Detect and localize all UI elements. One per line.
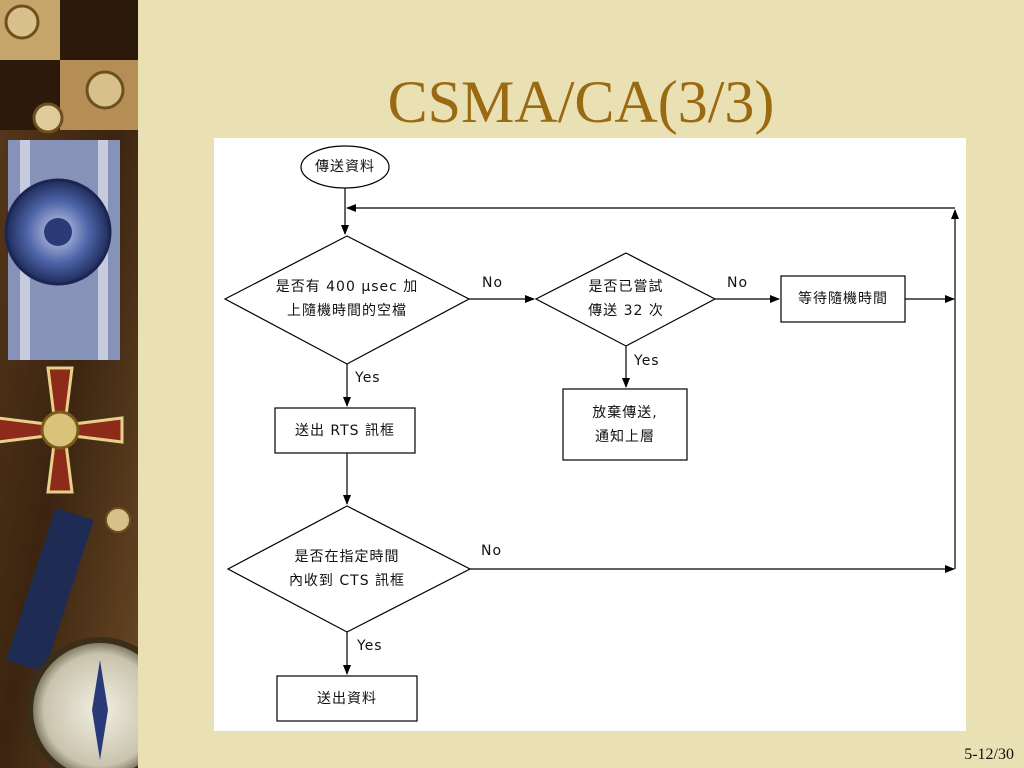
compass [27, 637, 138, 768]
edge-label-idle-no: No [482, 275, 504, 291]
cts-check-label: 是否在指定時間 內收到 CTS 訊框 [288, 549, 406, 589]
flowchart-panel: 傳送資料 是否有 400 μsec 加 上隨機時間的空檔 是否已嘗試 傳送 32… [214, 138, 966, 731]
send-rts-box [274, 407, 416, 454]
slide-title: CSMA/CA(3/3) [387, 69, 775, 135]
button-ornament [105, 507, 131, 533]
rosette-center [44, 218, 72, 246]
button-ornament [32, 102, 64, 134]
cross-medal [0, 366, 124, 494]
compass-needle [92, 660, 108, 760]
button-ornament [4, 4, 40, 40]
decorative-sidebar [0, 0, 138, 768]
flowchart-canvas [223, 145, 959, 722]
button-ornament [85, 70, 125, 110]
send-data-box [276, 675, 418, 722]
send-data-label: 送出資料 [317, 690, 377, 707]
edge-label-cts-no: No [481, 543, 503, 559]
wait-random-label: 等待隨機時間 [798, 291, 888, 307]
give-up-box [562, 388, 688, 461]
edge-label-cts-yes: Yes [357, 638, 383, 654]
edge-label-idle-yes: Yes [355, 370, 381, 386]
edge-label-retries-no: No [727, 275, 749, 291]
idle-check-label: 是否有 400 μsec 加 上隨機時間的空檔 [275, 279, 419, 319]
send-rts-label: 送出 RTS 訊框 [294, 422, 396, 439]
give-up-label: 放棄傳送, 通知上層 [592, 404, 658, 445]
edge-label-retries-yes: Yes [634, 353, 660, 369]
leather-strap [6, 507, 94, 673]
retries-check-label: 是否已嘗試 傳送 32 次 [588, 279, 664, 319]
page-number: 5-12/30 [964, 746, 1014, 763]
checker-tile [60, 0, 138, 60]
start-node-label: 傳送資料 [315, 159, 375, 175]
